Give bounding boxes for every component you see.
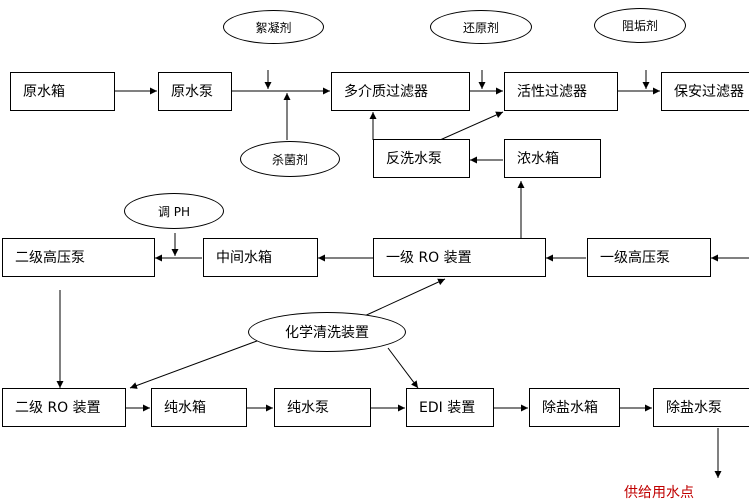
primary-ro-box: 一级 RO 装置: [373, 238, 546, 277]
security-filter-box: 保安过滤器: [661, 72, 749, 111]
bactericide-label: 杀菌剂: [271, 152, 308, 167]
chemical-cleaning-label: 化学清洗装置: [285, 325, 369, 341]
activated-carbon-filter-label: 活性过滤器: [517, 83, 587, 100]
multimedia-filter-label: 多介质过滤器: [344, 83, 428, 100]
flocculant-label: 絮凝剂: [255, 20, 292, 35]
reducing-agent-oval: 还原剂: [430, 10, 532, 44]
bactericide-oval: 杀菌剂: [240, 141, 340, 177]
backwash-pump-box: 反洗水泵: [373, 139, 470, 178]
primary-ro-label: 一级 RO 装置: [386, 249, 472, 266]
raw-water-tank-box: 原水箱: [10, 72, 115, 111]
secondary-hp-pump-box: 二级高压泵: [2, 238, 155, 277]
intermediate-tank-label: 中间水箱: [216, 249, 272, 266]
water-supply-point-label: 供给用水点: [624, 485, 694, 501]
concentrate-tank-box: 浓水箱: [504, 139, 601, 178]
raw-water-tank-label: 原水箱: [23, 83, 65, 100]
arrow-cleaning-to-secondary-ro: [129, 337, 266, 389]
raw-water-pump-label: 原水泵: [171, 83, 213, 100]
scale-inhibitor-label: 阻垢剂: [621, 19, 658, 33]
secondary-ro-box: 二级 RO 装置: [2, 388, 126, 427]
edi-unit-label: EDI 装置: [419, 399, 476, 416]
demineralized-tank-box: 除盐水箱: [529, 388, 620, 427]
pure-water-tank-box: 纯水箱: [151, 388, 247, 427]
backwash-pump-label: 反洗水泵: [386, 150, 442, 167]
primary-hp-pump-label: 一级高压泵: [600, 249, 670, 266]
demineralized-tank-label: 除盐水箱: [542, 399, 598, 416]
primary-hp-pump-box: 一级高压泵: [587, 238, 711, 277]
chemical-cleaning-oval: 化学清洗装置: [248, 312, 406, 352]
demineralized-pump-label: 除盐水泵: [666, 399, 722, 416]
ph-adjust-oval: 调 PH: [124, 193, 224, 229]
concentrate-tank-label: 浓水箱: [517, 150, 559, 167]
scale-inhibitor-oval: 阻垢剂: [594, 8, 686, 43]
secondary-hp-pump-label: 二级高压泵: [15, 249, 85, 266]
multimedia-filter-box: 多介质过滤器: [331, 72, 470, 111]
activated-carbon-filter-box: 活性过滤器: [504, 72, 618, 111]
pure-water-pump-label: 纯水泵: [287, 399, 329, 416]
arrow-cleaning-to-edi: [387, 347, 419, 389]
edi-unit-box: EDI 装置: [406, 388, 494, 427]
raw-water-pump-box: 原水泵: [158, 72, 232, 111]
secondary-ro-label: 二级 RO 装置: [15, 399, 101, 416]
reducing-agent-label: 还原剂: [462, 20, 499, 35]
demineralized-pump-box: 除盐水泵: [653, 388, 749, 427]
ph-adjust-label: 调 PH: [157, 204, 191, 219]
intermediate-tank-box: 中间水箱: [203, 238, 318, 277]
security-filter-label: 保安过滤器: [674, 83, 744, 100]
arrow-backwash-to-activated: [439, 111, 504, 141]
flocculant-oval: 絮凝剂: [223, 10, 324, 44]
pure-water-tank-label: 纯水箱: [164, 399, 206, 416]
arrow-cleaning-to-primary-ro: [359, 278, 446, 319]
pure-water-pump-box: 纯水泵: [274, 388, 371, 427]
